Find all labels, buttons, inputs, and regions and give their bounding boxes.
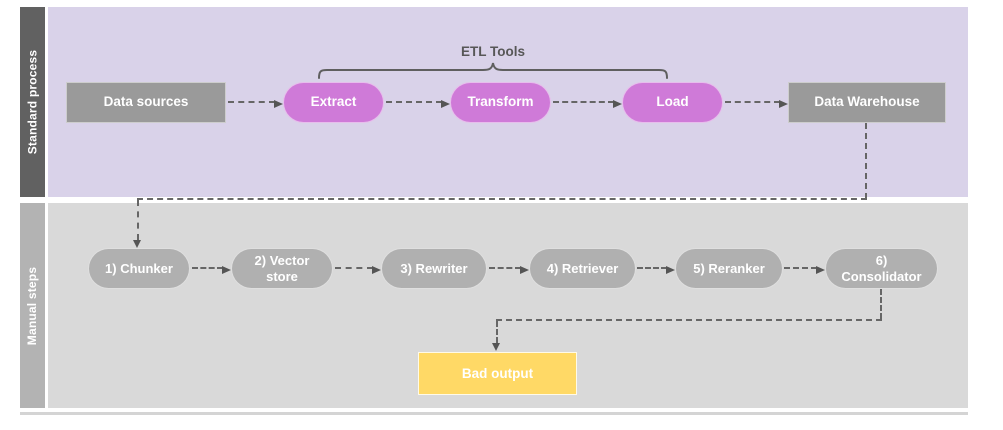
arrowhead-into-bad-output bbox=[492, 343, 500, 351]
node-rewriter: 3) Rewriter bbox=[381, 248, 487, 289]
node-data-warehouse: Data Warehouse bbox=[788, 82, 946, 123]
connector-warehouse-across bbox=[137, 198, 867, 200]
connector-consolidator-across bbox=[496, 319, 882, 321]
arrow-chunker-to-vector-store bbox=[192, 265, 231, 274]
node-load: Load bbox=[622, 82, 723, 123]
node-consolidator: 6) Consolidator bbox=[825, 248, 938, 289]
etl-tools-label: ETL Tools bbox=[461, 44, 525, 59]
arrow-transform-to-load bbox=[553, 99, 622, 108]
arrow-load-to-data-warehouse bbox=[725, 99, 788, 108]
lane-header-manual-steps: Manual steps bbox=[20, 203, 45, 408]
connector-warehouse-down bbox=[865, 123, 867, 199]
connector-warehouse-to-chunker bbox=[137, 200, 139, 240]
node-chunker: 1) Chunker bbox=[88, 248, 190, 289]
arrow-data-sources-to-extract bbox=[228, 99, 283, 108]
arrow-rewriter-to-retriever bbox=[489, 265, 529, 274]
arrow-vector-store-to-rewriter bbox=[335, 265, 381, 274]
connector-consolidator-to-bad-output bbox=[496, 321, 498, 343]
lane-bottom-divider bbox=[20, 412, 968, 415]
arrow-reranker-to-consolidator bbox=[784, 265, 825, 274]
node-data-sources: Data sources bbox=[66, 82, 226, 123]
etl-bracket bbox=[318, 62, 668, 79]
arrow-extract-to-transform bbox=[386, 99, 450, 108]
node-reranker: 5) Reranker bbox=[675, 248, 783, 289]
connector-consolidator-down bbox=[880, 289, 882, 319]
arrow-retriever-to-reranker bbox=[637, 265, 675, 274]
node-extract: Extract bbox=[283, 82, 384, 123]
node-retriever: 4) Retriever bbox=[529, 248, 636, 289]
node-bad-output: Bad output bbox=[418, 352, 577, 395]
node-transform: Transform bbox=[450, 82, 551, 123]
lane-label-standard-process: Standard process bbox=[25, 49, 40, 155]
lane-label-manual-steps: Manual steps bbox=[25, 266, 40, 345]
lane-header-standard-process: Standard process bbox=[20, 7, 45, 197]
node-vector-store: 2) Vector store bbox=[231, 248, 333, 289]
arrowhead-into-chunker bbox=[133, 240, 141, 248]
